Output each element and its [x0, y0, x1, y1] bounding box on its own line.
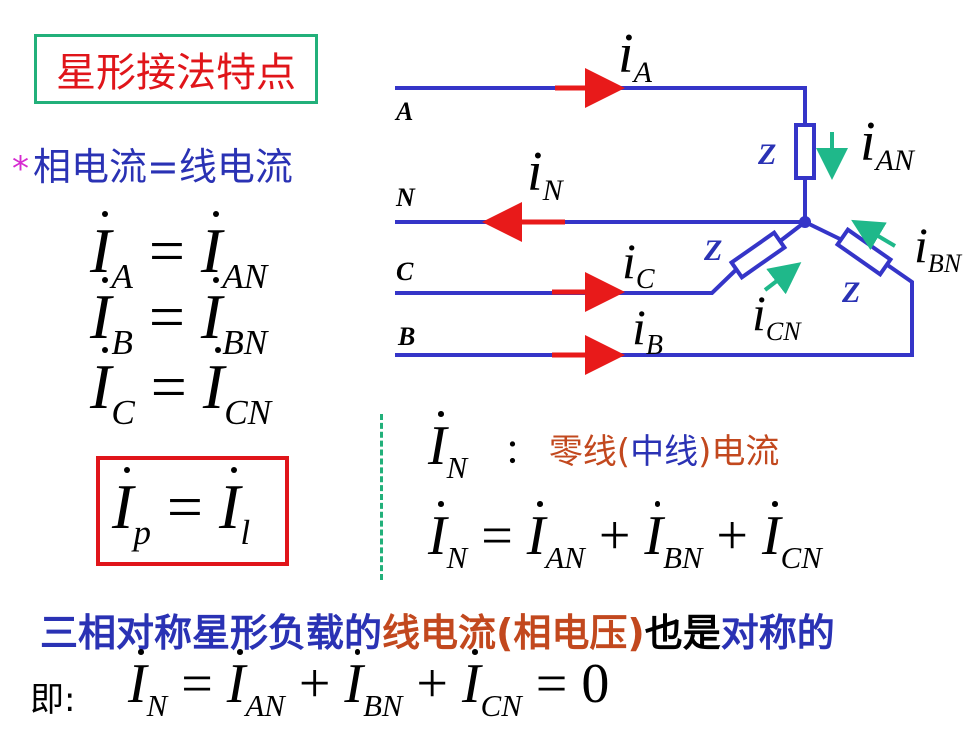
star-icon: * [12, 149, 29, 189]
z-label-b: Z [841, 276, 860, 309]
wire-a [395, 86, 807, 125]
arrow-ibn [851, 219, 897, 251]
current-label-ia: iA [618, 23, 653, 89]
current-label-ian: iAN [860, 111, 916, 177]
equation-row-b: IB = IBN [90, 276, 268, 362]
wire-b [395, 262, 914, 357]
equation-row-a: IA = IAN [90, 210, 268, 296]
bullet-statement: *相电流=线电流 [12, 136, 293, 191]
impedance-c [728, 229, 788, 281]
line-label-n: N [395, 183, 416, 212]
symmetry-statement: 三相对称星形负载的线电流(相电压)也是对称的 [40, 611, 835, 655]
current-label-ib: iB [632, 299, 663, 361]
z-label-a: Z [757, 138, 776, 171]
arrow-icn [763, 262, 802, 295]
dashed-divider [380, 414, 383, 580]
wires [395, 86, 914, 357]
impedance-a [794, 123, 816, 180]
neutral-symbol: IN [428, 411, 468, 485]
boxed-equation-frame [96, 456, 289, 566]
current-label-ibn: iBN [914, 217, 963, 278]
wire-c [395, 262, 744, 295]
line-label-c: C [396, 257, 414, 286]
equation-row-c: IC = ICN [90, 346, 272, 432]
neutral-equation: IN = IAN + IBN + ICN [428, 501, 822, 575]
current-label-ic: iC [622, 233, 655, 295]
line-label-b: B [397, 322, 415, 351]
final-equation: IN = IAN + IBN + ICN = 0 [128, 649, 610, 723]
neutral-note-text: ： 零线(中线)电流 [504, 432, 780, 472]
title-box: 星形接法特点 [34, 34, 318, 104]
neutral-node [799, 216, 811, 228]
line-label-a: A [394, 97, 413, 126]
page-title: 星形接法特点 [56, 50, 296, 96]
boxed-equation: Ip = Il [112, 466, 251, 552]
z-label-c: Z [703, 234, 722, 267]
final-label: 即: [30, 680, 76, 720]
current-label-in: iN [527, 141, 565, 207]
current-label-icn: iCN [752, 285, 802, 346]
bullet-text: 相电流=线电流 [33, 145, 293, 189]
wire-b-to-node [804, 220, 843, 242]
